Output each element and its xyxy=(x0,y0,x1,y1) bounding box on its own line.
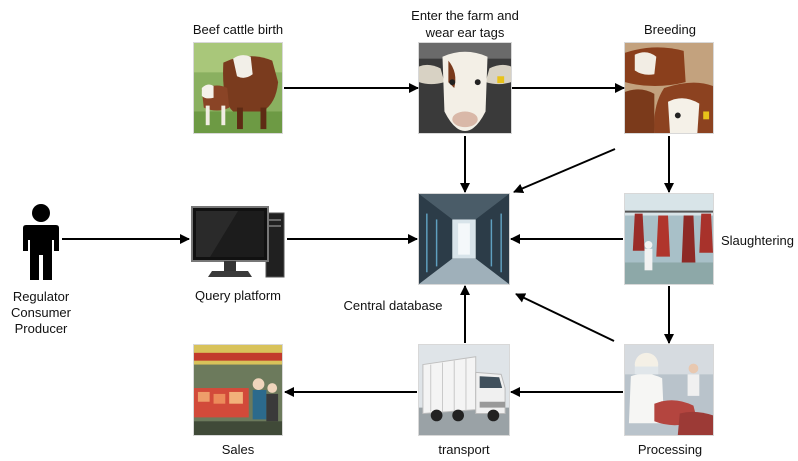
person-icon xyxy=(22,203,60,280)
query-platform-label: Query platform xyxy=(195,288,281,303)
transport-label: transport xyxy=(438,442,490,457)
meat-counter-photo xyxy=(193,344,283,436)
computer-monitor-icon xyxy=(190,205,286,279)
arrow-processing-to-database xyxy=(515,293,615,342)
cow-with-ear-tag-photo xyxy=(418,42,512,134)
farm-label-line2: wear ear tags xyxy=(425,25,505,40)
server-room-photo xyxy=(418,193,510,285)
breeding-label: Breeding xyxy=(643,22,697,37)
slaughterhouse-photo xyxy=(624,193,714,285)
user-label-consumer: Consumer xyxy=(11,305,71,320)
farm-label-line1: Enter the farm and xyxy=(411,8,519,23)
cattle-herd-photo xyxy=(624,42,714,134)
meat-processing-photo xyxy=(624,344,714,436)
user-label-producer: Producer xyxy=(14,321,68,336)
birth-label: Beef cattle birth xyxy=(192,22,284,37)
refrigerated-truck-photo xyxy=(418,344,510,436)
cow-and-calf-photo xyxy=(193,42,283,134)
arrow-breeding-to-database xyxy=(513,148,616,194)
processing-label: Processing xyxy=(637,442,703,457)
sales-label: Sales xyxy=(221,442,255,457)
central-database-label: Central database xyxy=(343,298,443,313)
slaughtering-label: Slaughtering xyxy=(721,233,794,248)
user-label-regulator: Regulator xyxy=(12,289,70,304)
